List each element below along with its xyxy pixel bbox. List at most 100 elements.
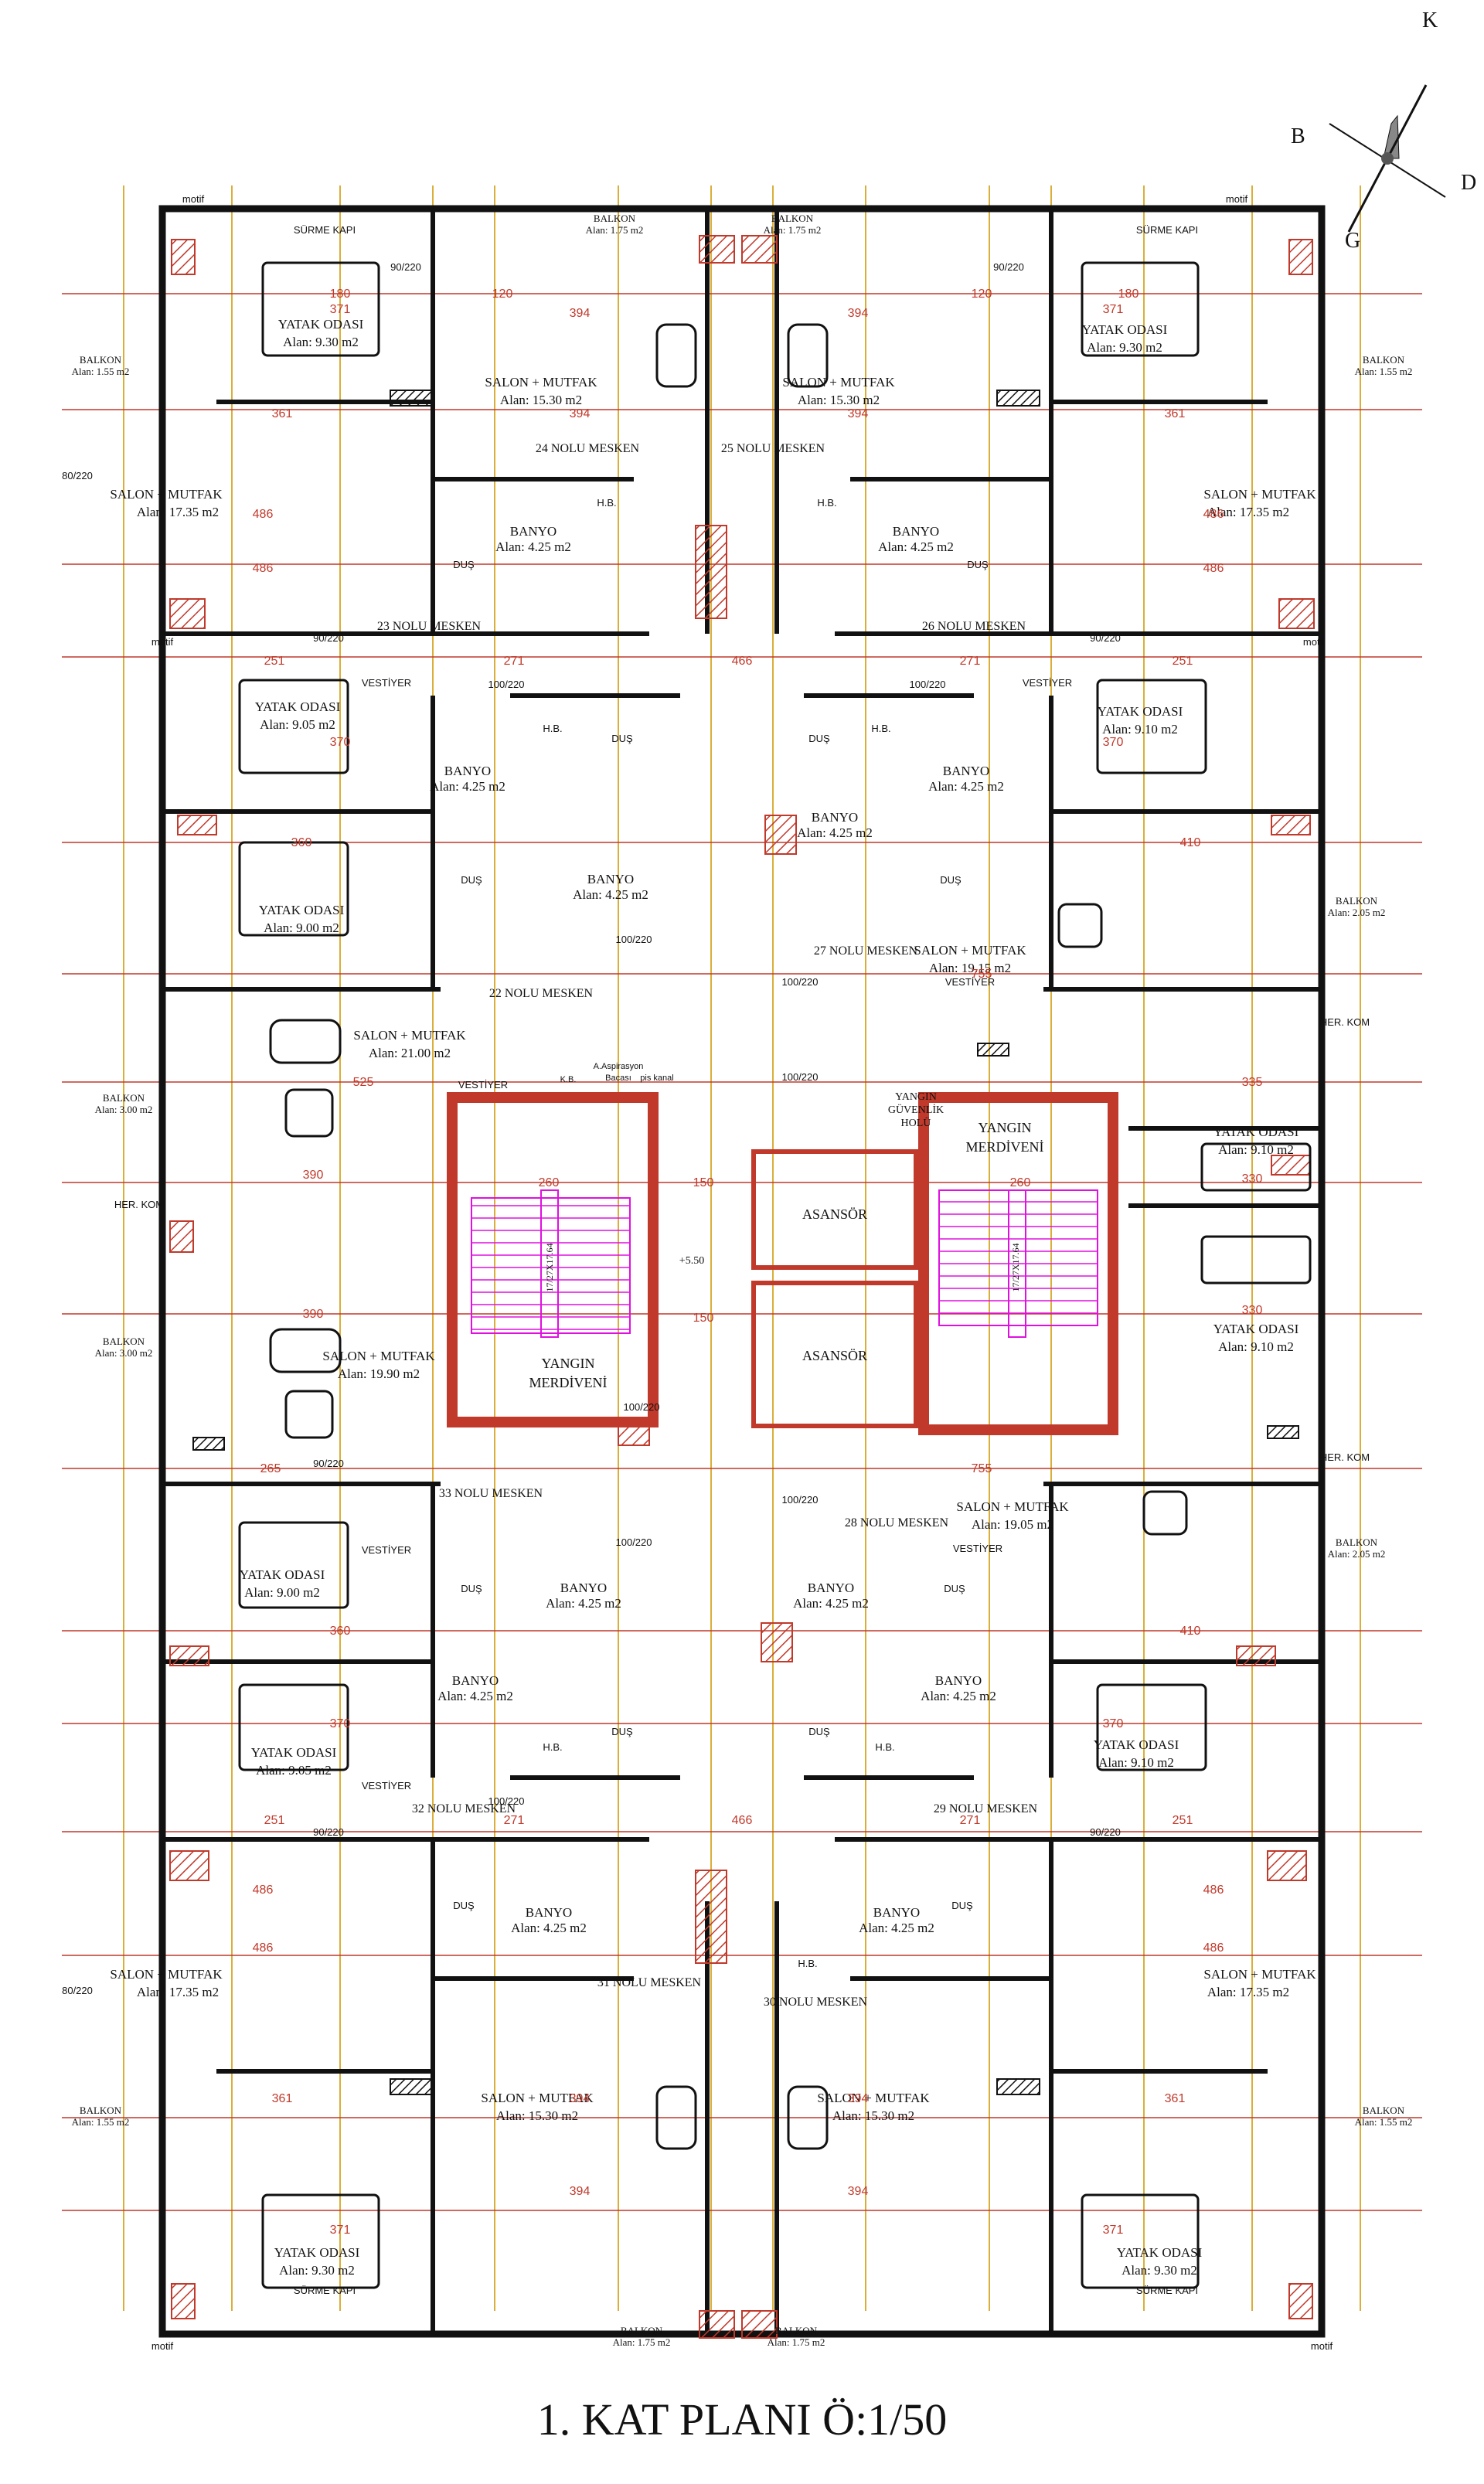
balcony-name: BALKON [80, 2105, 122, 2116]
dim-value: 120 [492, 288, 513, 301]
room-area: Alan: 4.25 m2 [430, 779, 505, 794]
room-area: Alan: 21.00 m2 [369, 1046, 451, 1060]
door80-label: 80/220 [62, 1985, 93, 1996]
room-name: SALON + MUTFAK [322, 1349, 435, 1363]
room-area: Alan: 9.05 m2 [256, 1763, 332, 1778]
interior-walls [162, 209, 1322, 2334]
dim-value: 361 [1165, 2092, 1186, 2105]
dus-label: DUŞ [453, 559, 475, 570]
dim-value: 251 [264, 655, 285, 668]
room-name: SALON + MUTFAK [353, 1028, 466, 1043]
room-name: BANYO [935, 1673, 982, 1688]
security-hall-label: GÜVENLİK [888, 1103, 944, 1116]
shafts [192, 390, 1299, 2095]
exterior-walls [158, 205, 1326, 2338]
room-area: Alan: 4.25 m2 [495, 539, 571, 554]
room-name: BANYO [452, 1673, 499, 1688]
drawing-title: 1. KAT PLANI Ö:1/50 [537, 2394, 948, 2445]
door-label: 90/220 [313, 1458, 344, 1469]
dim-value: 271 [504, 655, 525, 668]
dus-label: DUŞ [461, 874, 482, 886]
balcony-name: BALKON [1363, 354, 1405, 366]
core-dim: 260 [539, 1176, 560, 1189]
room-area: Alan: 4.25 m2 [573, 887, 648, 902]
room-name: SALON + MUTFAK [1203, 487, 1316, 502]
room-area: Alan: 9.00 m2 [264, 920, 339, 935]
room-name: YATAK ODASI [278, 317, 364, 332]
room-area: Alan: 9.10 m2 [1102, 722, 1178, 737]
balcony-name: BALKON [1363, 2105, 1405, 2116]
dim-value: 486 [1203, 1941, 1224, 1955]
unit-label: 30 NOLU MESKEN [764, 1996, 868, 2009]
door-label: 90/220 [313, 632, 344, 644]
dim-value: 394 [570, 2092, 591, 2105]
vestiyer-label: VESTİYER [945, 976, 995, 988]
room-area: Alan: 4.25 m2 [878, 539, 954, 554]
room-name: BANYO [444, 764, 491, 778]
dim-value: 271 [960, 1814, 981, 1827]
core-dim: 390 [303, 1169, 324, 1182]
room-area: Alan: 4.25 m2 [859, 1921, 934, 1935]
core-dim: 390 [303, 1308, 324, 1321]
room-area: Alan: 9.10 m2 [1098, 1755, 1174, 1770]
unit-label: 29 NOLU MESKEN [934, 1802, 1038, 1815]
dus-label: DUŞ [808, 733, 830, 744]
motif-label: motif [1303, 636, 1326, 648]
dim-value: 486 [1203, 508, 1224, 521]
room-name: YATAK ODASI [1213, 1125, 1299, 1139]
balcony-area: Alan: 1.75 m2 [768, 2336, 825, 2348]
core-dim: 755 [972, 968, 992, 981]
dim-value: 271 [504, 1814, 525, 1827]
dim-value: 410 [1180, 1625, 1201, 1638]
room-area: Alan: 17.35 m2 [137, 505, 219, 519]
dim-value: 370 [1103, 736, 1124, 749]
dim-value: 120 [972, 288, 992, 301]
dim-value: 330 [1242, 1304, 1263, 1317]
room-name: YATAK ODASI [1117, 2245, 1203, 2260]
balcony-area: Alan: 1.55 m2 [1355, 366, 1413, 377]
dim-value: 370 [1103, 1717, 1124, 1730]
room-name: BANYO [587, 872, 634, 886]
door100-label: 100/220 [910, 679, 946, 690]
room-area: Alan: 4.25 m2 [793, 1596, 869, 1611]
surme-label: SÜRME KAPI [294, 224, 356, 236]
unit-label: 25 NOLU MESKEN [721, 442, 825, 455]
dim-value: 486 [1203, 1883, 1224, 1897]
room-area: Alan: 9.10 m2 [1218, 1142, 1294, 1157]
core-labels: YANGIN MERDİVENİ YANGIN MERDİVENİ ASANSÖ… [303, 968, 1044, 1475]
room-area: Alan: 15.30 m2 [500, 393, 582, 407]
room-name: BANYO [526, 1905, 572, 1920]
dus-label: DUŞ [944, 1583, 965, 1594]
dim-value: 265 [260, 1462, 281, 1475]
door100-label: 100/220 [782, 1071, 819, 1083]
room-area: Alan: 15.30 m2 [832, 2108, 914, 2123]
dim-value: 371 [330, 303, 351, 316]
room-name: SALON + MUTFAK [110, 487, 223, 502]
dim-value: 371 [1103, 303, 1124, 316]
dimension-lines [62, 293, 1422, 2211]
aspiration-bacasi: Bacası [605, 1074, 631, 1083]
herkom-label: HER. KOM [1320, 1451, 1370, 1463]
dim-value: 180 [1118, 288, 1139, 301]
surme-label: SÜRME KAPI [1136, 2285, 1198, 2296]
compass-g: G [1345, 229, 1360, 253]
compass-rose: K B D G [1291, 9, 1476, 253]
dim-value: 271 [960, 655, 981, 668]
room-name: BANYO [893, 524, 939, 539]
dus-label: DUŞ [453, 1900, 475, 1911]
compass-b: B [1291, 124, 1305, 148]
dim-value: 486 [253, 562, 274, 575]
motif-label: motif [151, 2340, 174, 2352]
dim-value: 486 [253, 1941, 274, 1955]
compass-k: K [1422, 9, 1438, 32]
balcony-area: Alan: 1.75 m2 [613, 2336, 671, 2348]
dim-value: 360 [291, 836, 312, 849]
dim-value: 466 [732, 1814, 753, 1827]
dim-value: 180 [330, 288, 351, 301]
dim-value: 394 [848, 2092, 869, 2105]
axis-grid [123, 185, 1361, 2311]
dus-label: DUŞ [461, 1583, 482, 1594]
dim-value: 466 [732, 655, 753, 668]
